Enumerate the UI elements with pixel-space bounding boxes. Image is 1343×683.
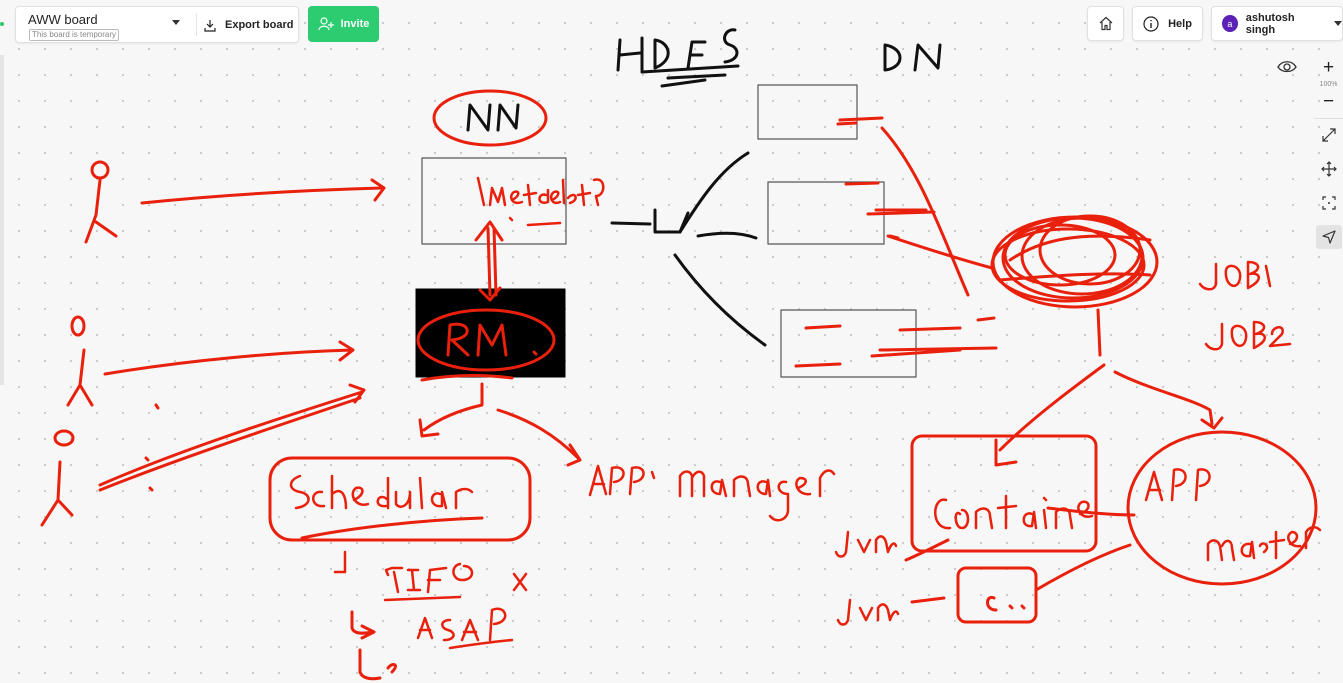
hdfs-title-sketch [616, 28, 740, 88]
block-connector-sketch [610, 151, 767, 347]
pan-tool-button[interactable] [1316, 157, 1342, 181]
user3-arrow [98, 383, 366, 487]
job2-label-sketch [1204, 320, 1292, 351]
app-manager-label-sketch [588, 464, 836, 522]
pointer-icon [1321, 230, 1336, 244]
user1-arrow [140, 178, 386, 205]
avatar: a [1222, 15, 1238, 32]
fullscreen-button[interactable] [1316, 123, 1342, 147]
export-board-label: Export board [225, 19, 294, 31]
nn-rm-arrow [474, 220, 504, 302]
scheduler-label-sketch [289, 474, 474, 510]
app-master-label-sketch [1144, 468, 1322, 562]
download-icon [204, 19, 216, 32]
chevron-down-icon [1334, 21, 1342, 26]
board-toolbar: AWW board This board is temporary Export… [15, 6, 299, 43]
user-menu-button[interactable]: a ashutosh singh [1211, 6, 1343, 41]
container-label-sketch [934, 494, 1094, 530]
fit-icon [1321, 196, 1336, 210]
pointer-tool-button[interactable] [1315, 225, 1342, 249]
help-label: Help [1168, 17, 1192, 30]
move-icon [1320, 161, 1337, 177]
zoom-in-button[interactable]: + [1322, 57, 1335, 78]
home-icon [1099, 16, 1112, 31]
eye-icon[interactable] [1277, 58, 1297, 76]
left-panel-edge [0, 55, 4, 385]
chevron-down-icon[interactable] [172, 20, 180, 25]
dn-title-sketch [883, 43, 942, 72]
datanode-box-2 [767, 181, 885, 245]
fifo-list-sketch [333, 550, 528, 602]
job1-label-sketch [1198, 260, 1272, 291]
user-figure-2 [66, 315, 94, 407]
invite-button[interactable]: Invite [308, 6, 379, 42]
nn-circle [432, 89, 548, 147]
help-button[interactable]: Help [1132, 6, 1203, 41]
toolbar-divider [1314, 118, 1343, 119]
jvm-label-2-sketch [836, 598, 900, 626]
jvm-container-box [956, 566, 1038, 624]
temporary-board-badge: This board is temporary [29, 29, 120, 41]
red-annotations [40, 89, 1322, 681]
add-user-icon [318, 17, 334, 31]
expand-icon [1321, 128, 1336, 142]
invite-label: Invite [340, 18, 370, 30]
container-box [910, 434, 1098, 553]
zoom-toolbar: + 100% − [1314, 56, 1343, 259]
datanode-box-3 [780, 309, 917, 378]
fit-to-screen-button[interactable] [1316, 191, 1342, 215]
metadata-label-sketch [476, 176, 605, 227]
user3-arrow-2 [98, 396, 362, 492]
jvm-label-1-sketch [834, 530, 898, 558]
nn-title-sketch [466, 103, 520, 132]
home-button[interactable] [1087, 6, 1124, 41]
scheduler-box [268, 456, 532, 542]
datanode-box-1 [757, 84, 858, 140]
nm-knot [990, 214, 1159, 309]
user-figure-3 [40, 429, 75, 527]
zoom-level: 100% [1319, 81, 1338, 88]
info-icon [1143, 15, 1159, 32]
board-title[interactable]: AWW board [28, 12, 98, 27]
resource-manager-box [415, 288, 566, 378]
rm-label-sketch [446, 322, 538, 357]
toolbar-divider [196, 14, 197, 36]
asap-label-sketch [416, 607, 514, 650]
user-figure-1 [84, 160, 118, 244]
app-master-circle [1126, 430, 1318, 586]
user2-arrow [103, 340, 355, 376]
export-board-button[interactable]: Export board [204, 11, 293, 39]
zoom-out-button[interactable]: − [1322, 91, 1335, 112]
user-name: ashutosh singh [1245, 11, 1295, 36]
status-dot [0, 22, 4, 26]
rm-circle [416, 308, 556, 372]
